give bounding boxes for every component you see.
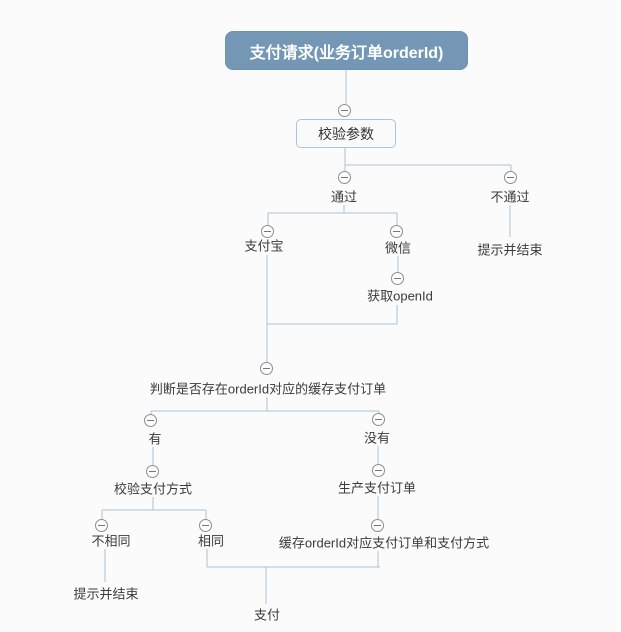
node-validate-params[interactable]: 校验参数 <box>296 119 396 148</box>
node-fail-prompt-end[interactable]: 提示并结束 <box>477 242 543 258</box>
node-create-pay-order[interactable]: 生产支付订单 <box>337 480 417 496</box>
node-same[interactable]: 相同 <box>197 533 225 549</box>
node-fail[interactable]: 不通过 <box>490 189 530 205</box>
collapse-icon[interactable] <box>372 464 385 477</box>
collapse-icon[interactable] <box>261 225 274 238</box>
node-cache-order[interactable]: 缓存orderId对应支付订单和支付方式 <box>278 535 490 551</box>
node-wechat[interactable]: 微信 <box>384 240 412 256</box>
node-check-cached-order[interactable]: 判断是否存在orderId对应的缓存支付订单 <box>149 381 387 397</box>
node-verify-pay-method[interactable]: 校验支付方式 <box>113 481 193 497</box>
collapse-icon[interactable] <box>260 362 273 375</box>
collapse-icon[interactable] <box>199 519 212 532</box>
node-has[interactable]: 有 <box>148 431 162 447</box>
node-not-same[interactable]: 不相同 <box>91 533 131 549</box>
collapse-icon[interactable] <box>390 225 403 238</box>
collapse-icon[interactable] <box>391 272 404 285</box>
node-pass[interactable]: 通过 <box>330 189 358 205</box>
node-get-openid[interactable]: 获取openId <box>367 288 433 304</box>
collapse-icon[interactable] <box>338 104 351 117</box>
node-alipay[interactable]: 支付宝 <box>244 238 284 254</box>
node-pay[interactable]: 支付 <box>253 607 281 623</box>
collapse-icon[interactable] <box>338 171 351 184</box>
node-notsame-prompt-end[interactable]: 提示并结束 <box>73 586 139 602</box>
collapse-icon[interactable] <box>372 413 385 426</box>
collapse-icon[interactable] <box>146 465 159 478</box>
collapse-icon[interactable] <box>95 519 108 532</box>
collapse-icon[interactable] <box>504 171 517 184</box>
node-none[interactable]: 没有 <box>363 430 391 446</box>
collapse-icon[interactable] <box>144 414 157 427</box>
collapse-icon[interactable] <box>371 519 384 532</box>
node-payment-request[interactable]: 支付请求(业务订单orderId) <box>225 31 468 70</box>
